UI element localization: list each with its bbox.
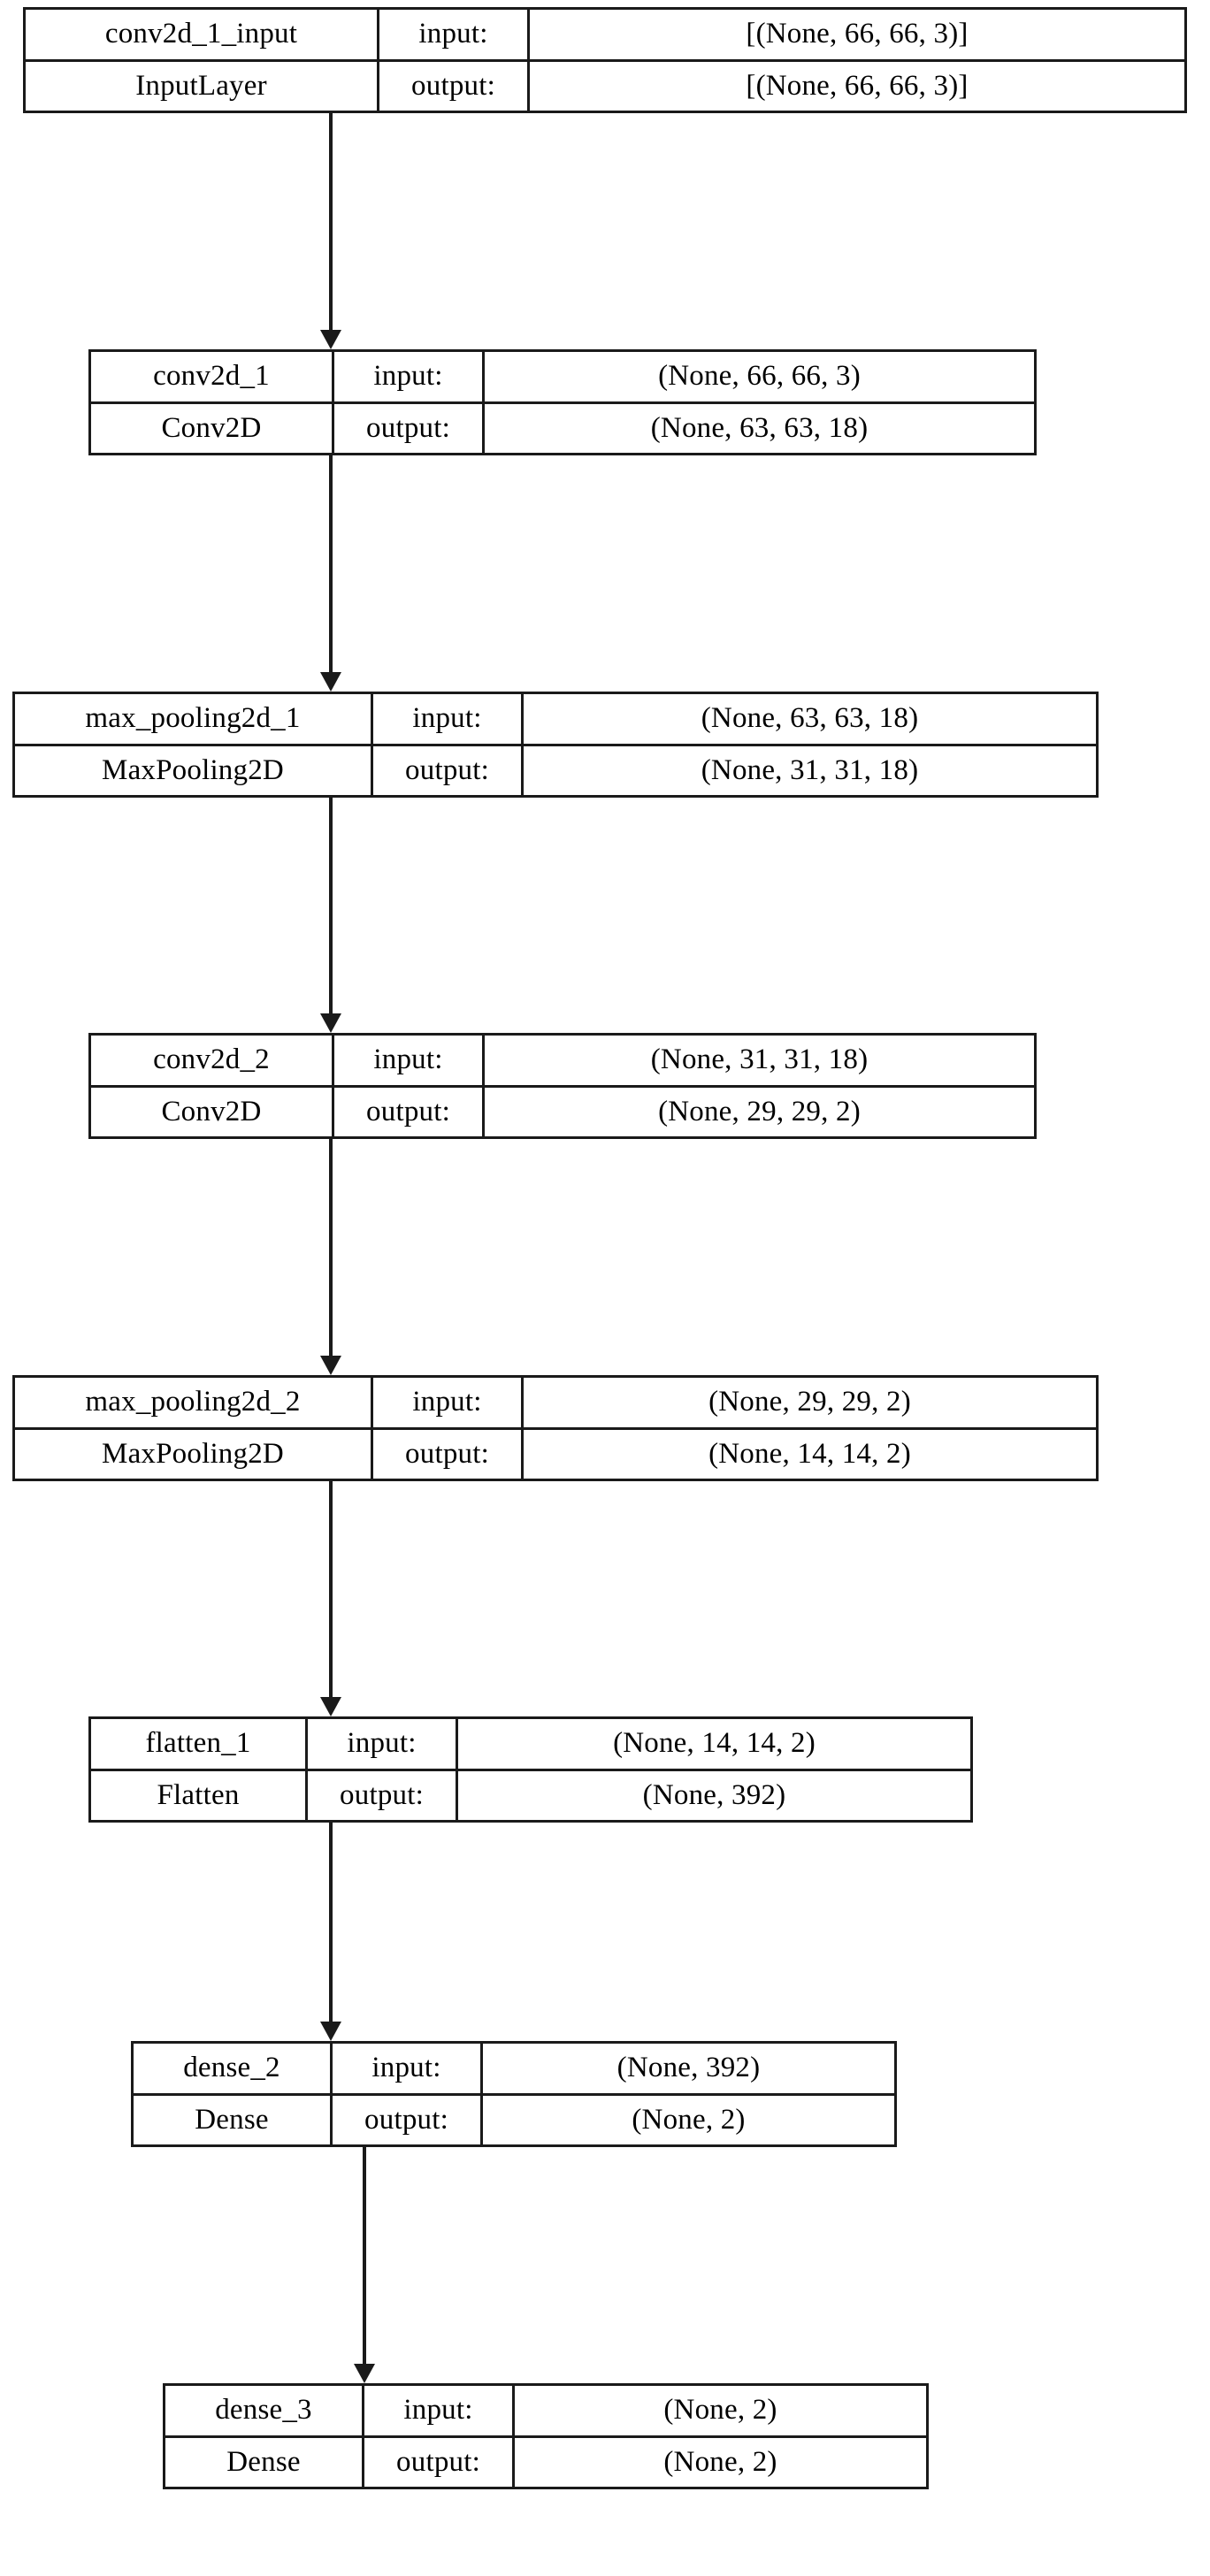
arrow-down-icon xyxy=(320,2022,341,2041)
edge-conv2d_1_input-to-conv2d_1 xyxy=(320,113,341,349)
input-shape-max_pooling2d_2: (None, 29, 29, 2) xyxy=(708,1386,911,1418)
output-shape-max_pooling2d_1: (None, 31, 31, 18) xyxy=(701,753,919,786)
layer-name-conv2d_1_input: conv2d_1_input xyxy=(26,10,379,59)
input-shape-flatten_1: (None, 14, 14, 2) xyxy=(613,1727,816,1760)
arrow-down-icon xyxy=(320,672,341,692)
input-label-flatten_1: input: xyxy=(308,1719,458,1769)
output-shape-conv2d_1: (None, 63, 63, 18) xyxy=(650,411,869,444)
edge-dense_2-to-dense_3 xyxy=(354,2147,375,2383)
layer-name-max_pooling2d_2: max_pooling2d_2 xyxy=(15,1378,373,1427)
output-label-dense_3: output: xyxy=(364,2437,515,2487)
edge-line xyxy=(329,455,333,674)
input-label-dense_2: input: xyxy=(333,2044,483,2093)
output-shape-max_pooling2d_2: (None, 14, 14, 2) xyxy=(708,1437,911,1470)
input-label-conv2d_1: input: xyxy=(334,352,485,401)
input-shape-conv2d_2: (None, 31, 31, 18) xyxy=(650,1043,869,1076)
output-shape-dense_2: (None, 2) xyxy=(632,2103,746,2136)
input-shape-dense_3: (None, 2) xyxy=(663,2394,777,2427)
arrow-down-icon xyxy=(320,1356,341,1375)
edge-line xyxy=(329,1823,333,2023)
output-shape-dense_3: (None, 2) xyxy=(663,2445,777,2478)
output-label-max_pooling2d_1: output: xyxy=(373,745,524,795)
layer-name-dense_2: dense_2 xyxy=(134,2044,333,2093)
edge-line xyxy=(329,798,333,1015)
layer-name-conv2d_2: conv2d_2 xyxy=(91,1036,334,1085)
input-label-max_pooling2d_2: input: xyxy=(373,1378,524,1427)
edge-line xyxy=(329,1481,333,1699)
output-shape-conv2d_2: (None, 29, 29, 2) xyxy=(658,1095,861,1127)
output-label-dense_2: output: xyxy=(333,2095,483,2144)
edge-conv2d_2-to-max_pooling2d_2 xyxy=(320,1139,341,1375)
output-label-conv2d_1: output: xyxy=(334,403,485,453)
layer-type-dense_3: Dense xyxy=(165,2437,364,2487)
input-shape-dense_2: (None, 392) xyxy=(616,2052,761,2084)
arrow-down-icon xyxy=(320,1697,341,1716)
arrow-down-icon xyxy=(320,1013,341,1033)
input-label-conv2d_2: input: xyxy=(334,1036,485,1085)
output-label-flatten_1: output: xyxy=(308,1770,458,1820)
input-label-max_pooling2d_1: input: xyxy=(373,694,524,744)
input-shape-conv2d_1_input: [(None, 66, 66, 3)] xyxy=(746,18,969,50)
edge-flatten_1-to-dense_2 xyxy=(320,1823,341,2041)
input-label-dense_3: input: xyxy=(364,2386,515,2435)
edge-conv2d_1-to-max_pooling2d_1 xyxy=(320,455,341,692)
layer-type-conv2d_1: Conv2D xyxy=(91,403,334,453)
edge-max_pooling2d_2-to-flatten_1 xyxy=(320,1481,341,1716)
edge-line xyxy=(329,1139,333,1357)
arrow-down-icon xyxy=(320,330,341,349)
layer-type-dense_2: Dense xyxy=(134,2095,333,2144)
output-label-max_pooling2d_2: output: xyxy=(373,1429,524,1479)
edge-max_pooling2d_1-to-conv2d_2 xyxy=(320,798,341,1033)
output-label-conv2d_1_input: output: xyxy=(379,61,530,111)
output-shape-conv2d_1_input: [(None, 66, 66, 3)] xyxy=(746,69,969,102)
edge-line xyxy=(363,2147,366,2366)
layer-type-max_pooling2d_1: MaxPooling2D xyxy=(15,745,373,795)
layer-type-conv2d_2: Conv2D xyxy=(91,1087,334,1136)
layer-name-flatten_1: flatten_1 xyxy=(91,1719,308,1769)
layer-name-dense_3: dense_3 xyxy=(165,2386,364,2435)
layer-name-conv2d_1: conv2d_1 xyxy=(91,352,334,401)
input-shape-max_pooling2d_1: (None, 63, 63, 18) xyxy=(701,702,919,735)
layer-type-max_pooling2d_2: MaxPooling2D xyxy=(15,1429,373,1479)
input-label-conv2d_1_input: input: xyxy=(379,10,530,59)
layer-type-conv2d_1_input: InputLayer xyxy=(26,61,379,111)
edge-line xyxy=(329,113,333,332)
layer-name-max_pooling2d_1: max_pooling2d_1 xyxy=(15,694,373,744)
output-label-conv2d_2: output: xyxy=(334,1087,485,1136)
arrow-down-icon xyxy=(354,2364,375,2383)
layer-type-flatten_1: Flatten xyxy=(91,1770,308,1820)
output-shape-flatten_1: (None, 392) xyxy=(642,1778,786,1811)
input-shape-conv2d_1: (None, 66, 66, 3) xyxy=(658,360,861,393)
